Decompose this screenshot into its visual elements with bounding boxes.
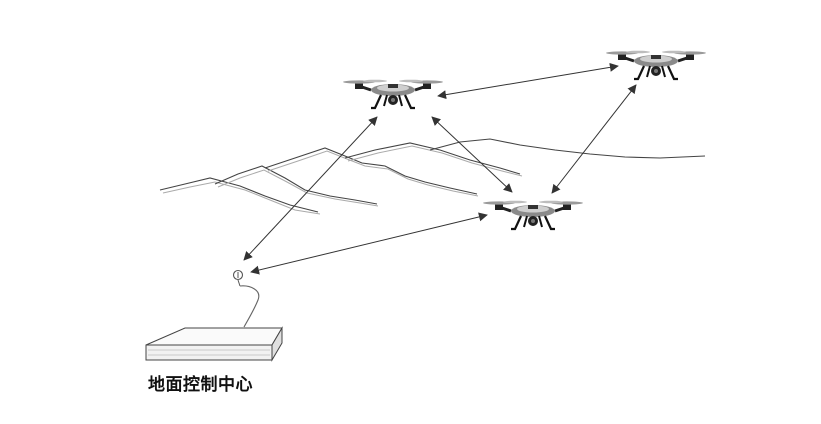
antenna-icon: [232, 269, 244, 287]
drone-3: [481, 199, 585, 231]
drone-2: [604, 49, 708, 81]
mountain-ridge-7: [344, 142, 521, 175]
link-drone1-drone2: [437, 62, 619, 100]
antenna-cable: [239, 285, 260, 328]
mountain-range: [159, 138, 706, 215]
drone-1: [341, 78, 445, 110]
link-lines: [243, 62, 637, 275]
link-drone1-drone3: [431, 116, 513, 193]
link-drone2-drone3: [551, 84, 637, 194]
mountain-ridge-3: [214, 165, 378, 205]
ground-control-box: [145, 326, 283, 362]
link-drone3-antenna: [250, 212, 488, 275]
ground-station-label: 地面控制中心: [148, 375, 253, 395]
link-drone1-antenna: [243, 116, 378, 261]
mountain-ridge-9: [429, 138, 706, 159]
mountain-ridge-4: [217, 169, 379, 207]
